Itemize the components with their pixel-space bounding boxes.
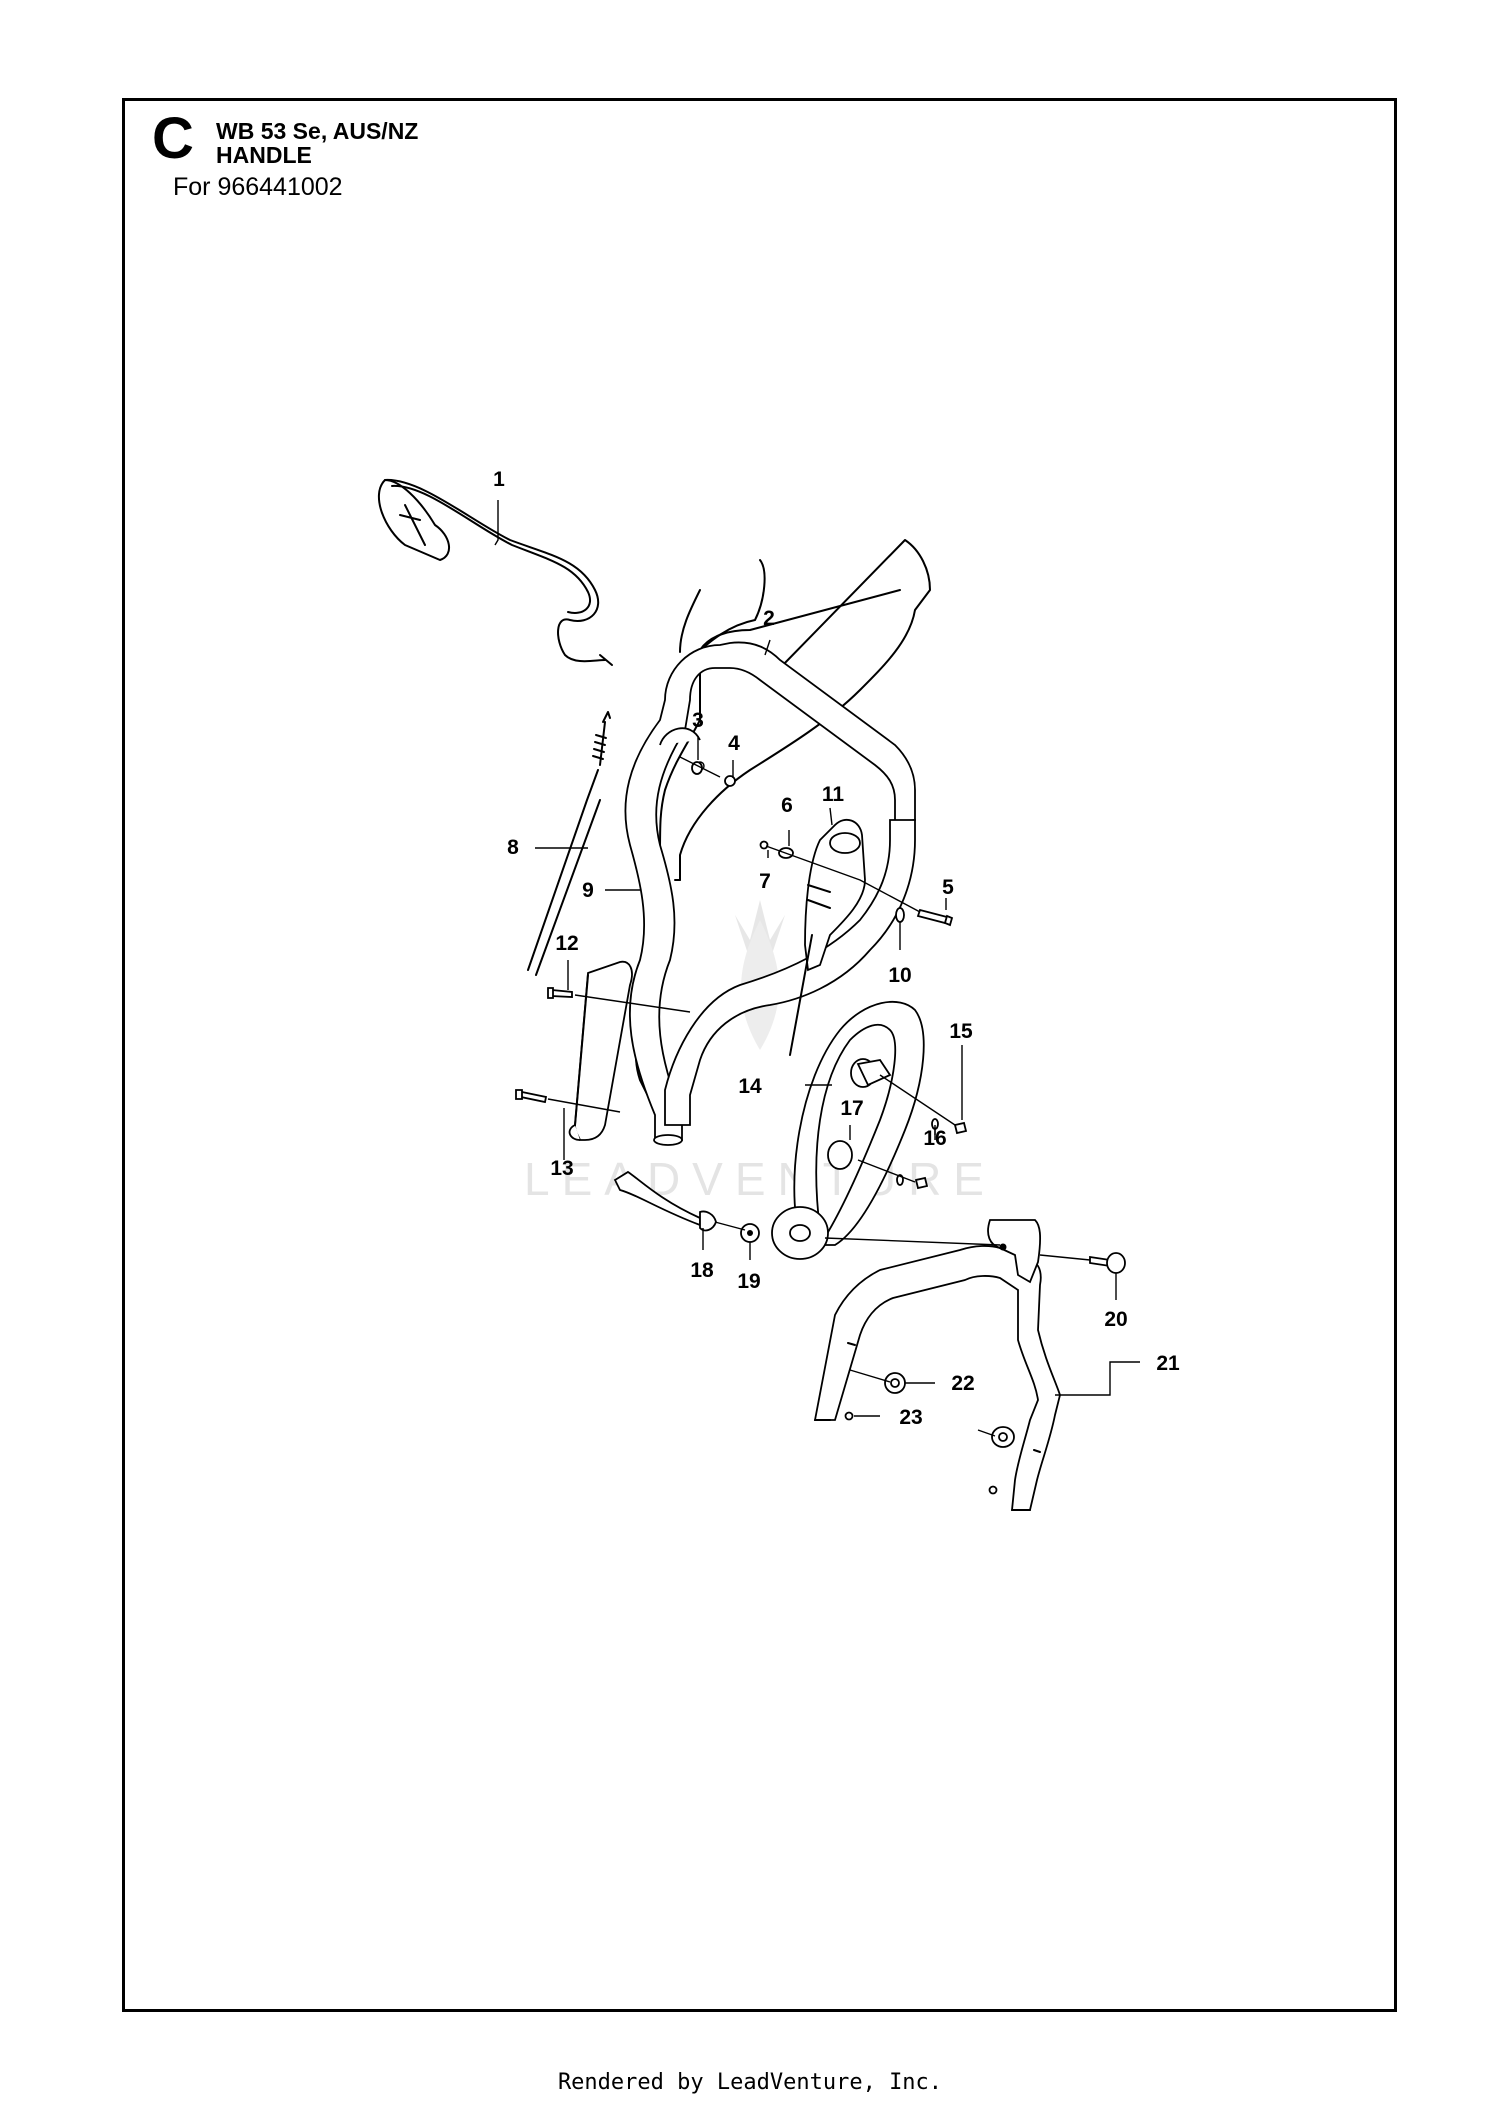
- callout-1[interactable]: 1: [493, 468, 505, 491]
- callout-2[interactable]: 2: [763, 607, 775, 630]
- part-8-cable[interactable]: [527, 711, 611, 976]
- part-18-knob[interactable]: [613, 1170, 717, 1232]
- model-title: WB 53 Se, AUS/NZ: [216, 118, 419, 144]
- callout-12[interactable]: 12: [555, 932, 578, 955]
- callout-21[interactable]: 21: [1156, 1352, 1180, 1375]
- callout-16[interactable]: 16: [923, 1127, 946, 1150]
- serial-number: For 966441002: [173, 173, 343, 201]
- leader-lines: [494, 500, 1140, 1417]
- part-11-lever[interactable]: [789, 818, 866, 1056]
- callout-numbers: 1 2 3 4 5 6 7 8 9 10 11 12 13 14 15 16 1…: [493, 468, 1180, 1429]
- callout-19[interactable]: 19: [737, 1270, 760, 1293]
- part-9-lower-handle[interactable]: [624, 641, 916, 1146]
- diagram-frame: [122, 98, 1397, 2012]
- callout-11[interactable]: 11: [822, 783, 845, 806]
- callout-7[interactable]: 7: [759, 870, 771, 893]
- part-13-cover-plate[interactable]: [568, 960, 633, 1141]
- callout-4[interactable]: 4: [728, 732, 740, 755]
- part-19-washer[interactable]: [740, 1223, 760, 1243]
- hardware-parts: [515, 761, 1126, 1495]
- section-letter: C: [152, 106, 194, 171]
- part-1-control-bail[interactable]: [377, 478, 613, 666]
- callout-5[interactable]: 5: [942, 876, 954, 899]
- callout-13[interactable]: 13: [550, 1157, 573, 1180]
- pivot-disk[interactable]: [771, 1206, 829, 1260]
- callout-17[interactable]: 17: [840, 1097, 863, 1120]
- callout-8[interactable]: 8: [507, 836, 519, 859]
- callout-15[interactable]: 15: [949, 1020, 973, 1043]
- callout-9[interactable]: 9: [582, 879, 594, 902]
- footer-credit: Rendered by LeadVenture, Inc.: [557, 2070, 943, 2095]
- assembly-lines: [547, 756, 1091, 1437]
- callout-20[interactable]: 20: [1104, 1308, 1127, 1331]
- part-21-lower-frame[interactable]: [813, 1219, 1061, 1511]
- callout-10[interactable]: 10: [888, 964, 911, 987]
- part-group-title: HANDLE: [216, 142, 312, 168]
- callout-23[interactable]: 23: [899, 1406, 922, 1429]
- part-14-bracket[interactable]: [793, 1001, 925, 1246]
- callout-3[interactable]: 3: [692, 709, 704, 732]
- callout-18[interactable]: 18: [690, 1259, 714, 1282]
- callout-6[interactable]: 6: [781, 794, 793, 817]
- callout-22[interactable]: 22: [951, 1372, 974, 1395]
- callout-14[interactable]: 14: [738, 1075, 762, 1098]
